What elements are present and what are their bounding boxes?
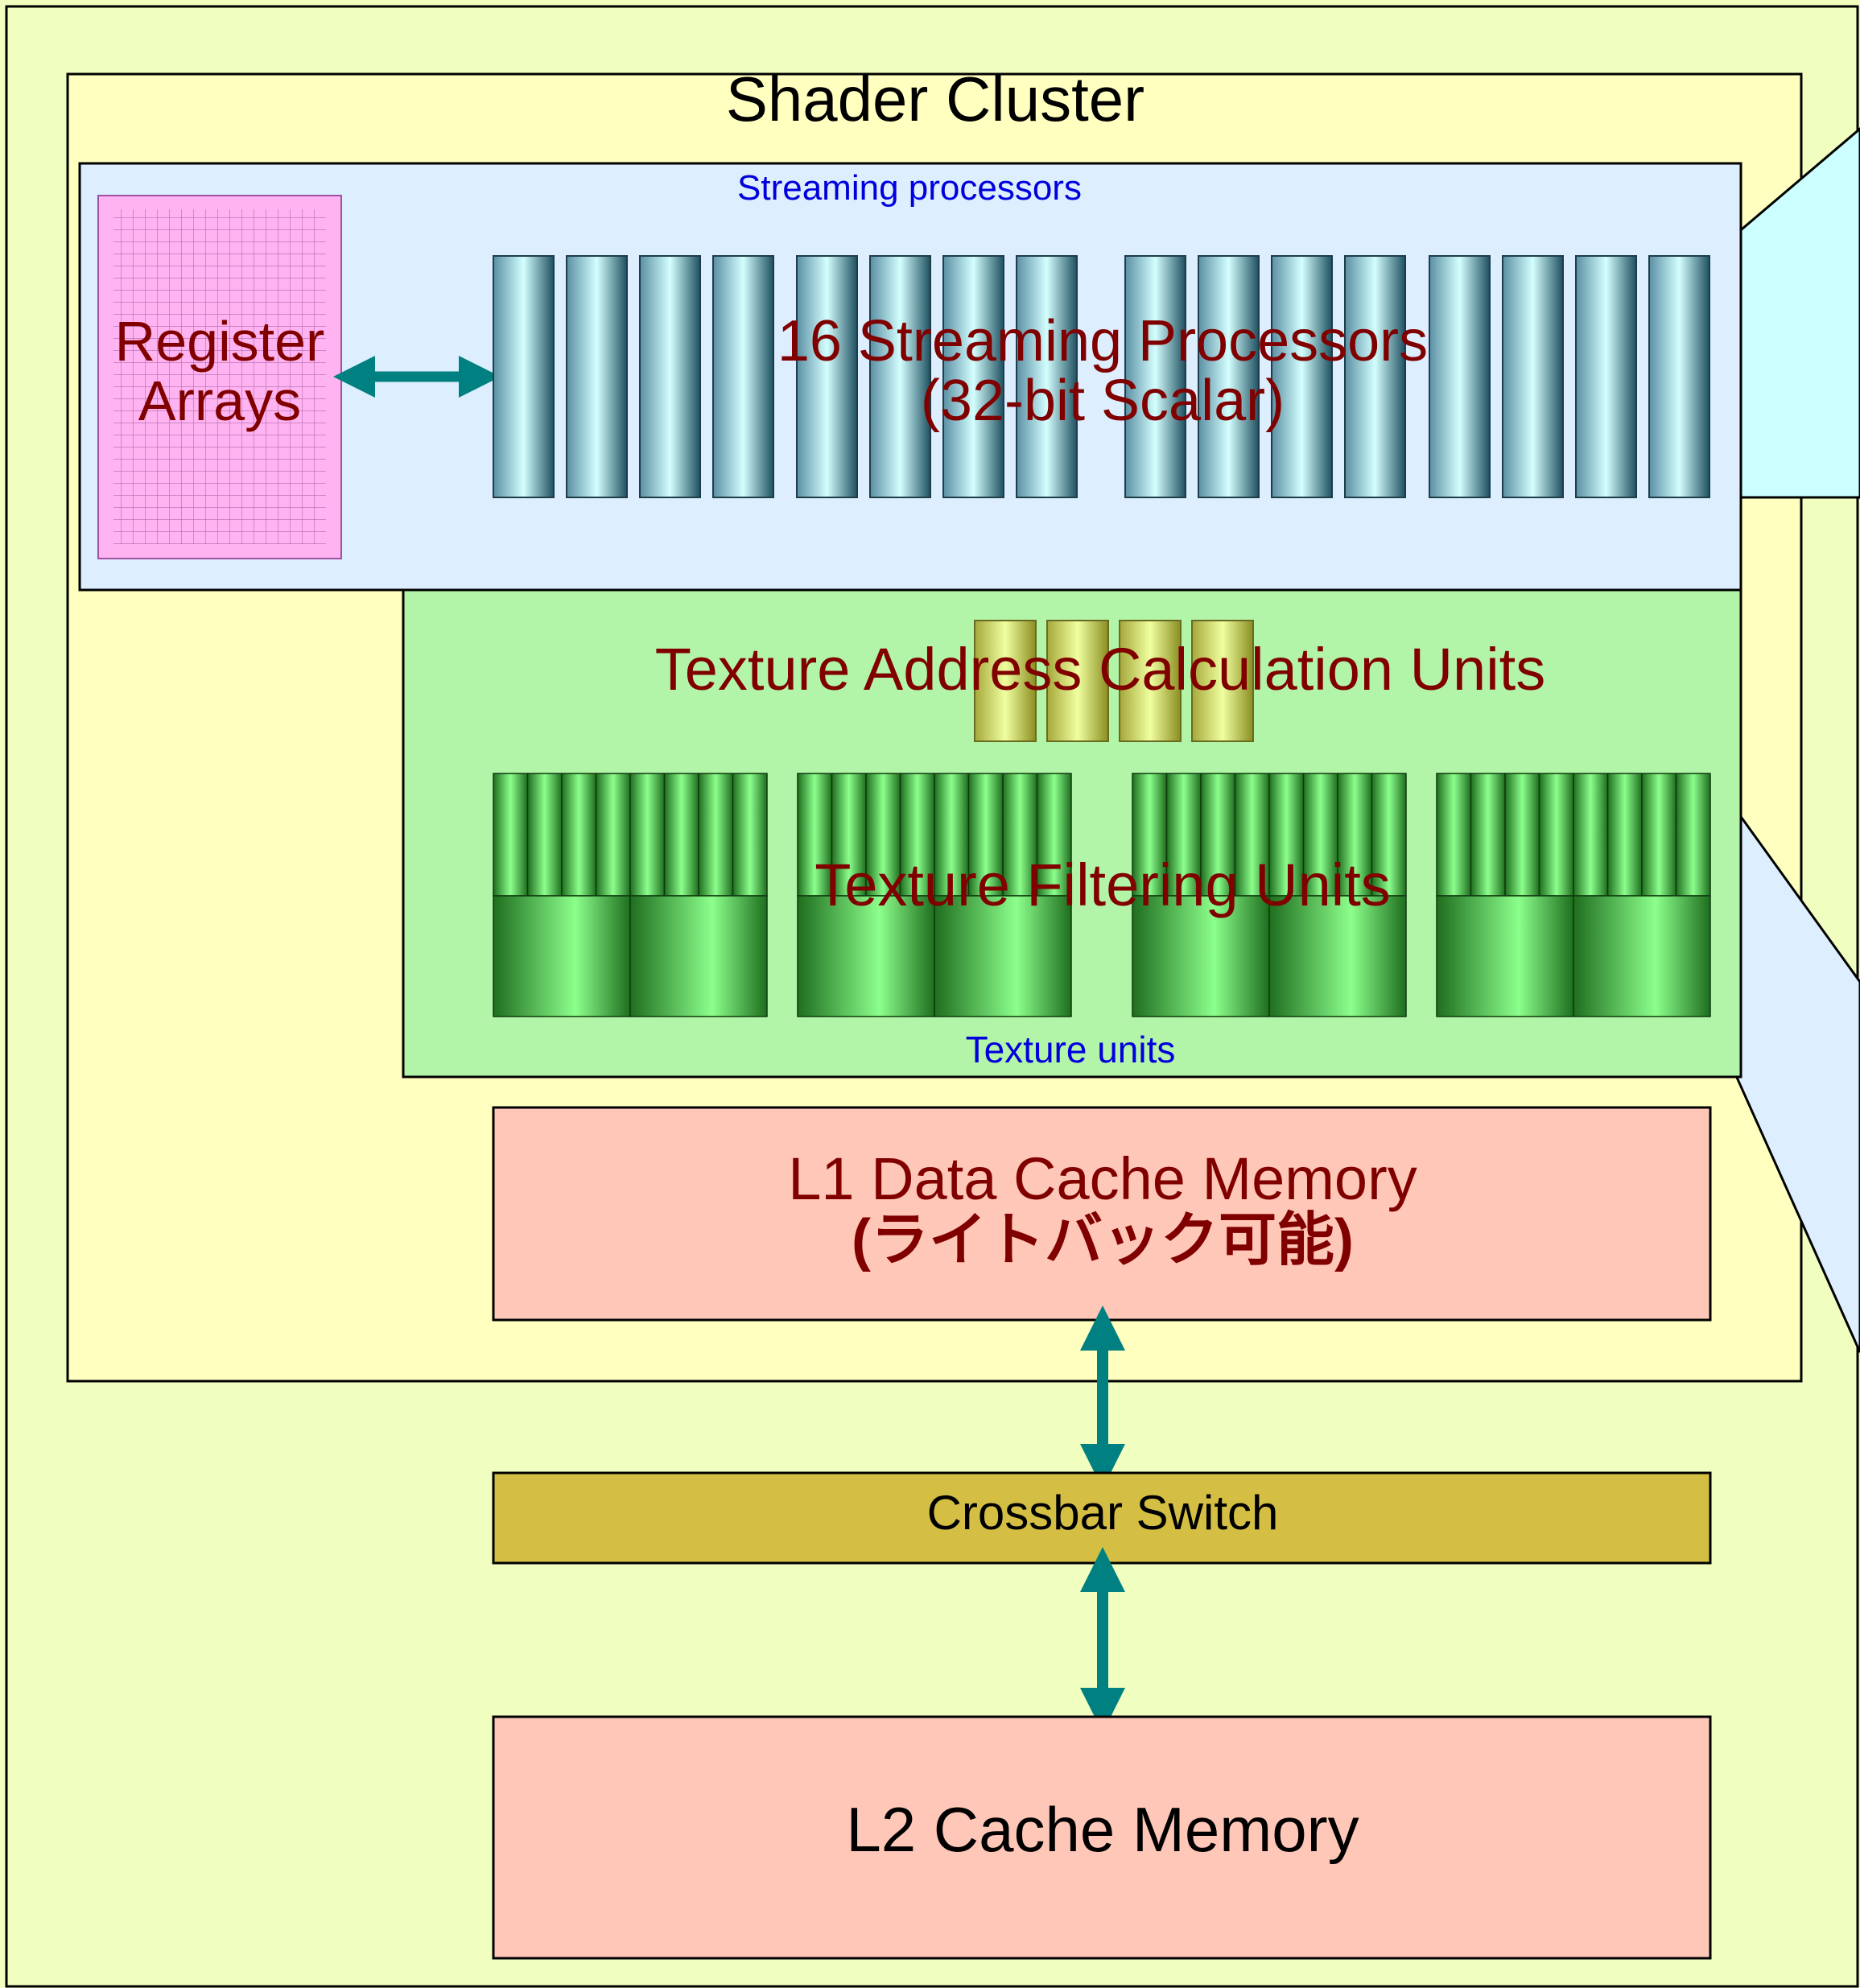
texture-filter-tube <box>1132 773 1168 897</box>
texture-filter-tube <box>1371 773 1407 897</box>
crossbar-switch-label: Crossbar Switch <box>927 1486 1279 1540</box>
texture-filter-tube <box>967 773 1004 897</box>
register-arrays-grid <box>113 209 326 544</box>
texture-address-bar <box>1191 620 1254 742</box>
texture-filter-tube <box>1538 773 1574 897</box>
texture-address-bar <box>1119 620 1182 742</box>
sp-label-line1: 16 Streaming Processors <box>777 309 1428 373</box>
streaming-processor-bar <box>1429 255 1491 498</box>
texture-filtering-units <box>493 773 1711 1017</box>
l2-cache-box <box>492 1715 1712 1960</box>
streaming-processor-bar <box>712 255 774 498</box>
streaming-processor-bar <box>1648 255 1710 498</box>
streaming-processor-bar <box>639 255 701 498</box>
streaming-processor-bar <box>869 255 931 498</box>
streaming-processors-panel-label: Streaming processors <box>737 168 1082 208</box>
texture-filter-body <box>934 895 1072 1017</box>
texture-filter-tube <box>1573 773 1609 897</box>
streaming-processor-bar <box>1124 255 1186 498</box>
streaming-processor-bar <box>796 255 858 498</box>
texture-filter-tube <box>934 773 970 897</box>
texture-address-label: Texture Address Calculation Units <box>655 636 1545 703</box>
texture-filter-body <box>1436 895 1574 1017</box>
texture-filter-tube <box>1036 773 1072 897</box>
l1-cache-label-line2: (ライトバック可能) <box>852 1208 1354 1272</box>
sp-label-line2: (32-bit Scalar) <box>921 369 1285 433</box>
texture-filter-tube <box>899 773 935 897</box>
l1-cache-label-line1: L1 Data Cache Memory <box>788 1145 1417 1212</box>
l2-cache-label: L2 Cache Memory <box>846 1794 1359 1865</box>
texture-filter-tube <box>493 773 529 897</box>
texture-filter-tube <box>1504 773 1540 897</box>
texture-filter-tube <box>1641 773 1677 897</box>
streaming-processor-bar <box>493 255 555 498</box>
texture-filter-tube <box>629 773 666 897</box>
texture-filter-tube <box>732 773 768 897</box>
texture-filter-tube <box>797 773 833 897</box>
texture-filter-tube <box>1337 773 1373 897</box>
texture-filter-tube <box>698 773 734 897</box>
texture-filtering-label: Texture Filtering Units <box>815 852 1391 918</box>
texture-address-bars <box>974 620 1254 742</box>
texture-filter-tube <box>561 773 597 897</box>
texture-filter-body <box>797 895 935 1017</box>
shader-cluster-title: Shader Cluster <box>726 64 1144 134</box>
texture-filter-tube <box>1002 773 1038 897</box>
texture-filter-tube <box>1470 773 1506 897</box>
texture-filter-tube <box>1165 773 1202 897</box>
register-arrays-label-line1: Register <box>115 310 325 373</box>
streaming-processor-bar <box>942 255 1004 498</box>
streaming-processor-bar <box>1344 255 1406 498</box>
streaming-processor-bar <box>566 255 628 498</box>
texture-filter-tube <box>663 773 699 897</box>
streaming-processor-bar <box>1198 255 1260 498</box>
texture-filter-tube <box>526 773 563 897</box>
texture-filter-tube <box>865 773 901 897</box>
l1-cache-box <box>492 1106 1712 1322</box>
texture-filter-tube <box>831 773 867 897</box>
texture-filter-tube <box>1436 773 1472 897</box>
texture-filter-tube <box>1675 773 1711 897</box>
texture-units-panel-label: Texture units <box>966 1029 1176 1070</box>
texture-address-bar <box>974 620 1037 742</box>
texture-filter-body <box>629 895 768 1017</box>
streaming-processor-bars <box>493 255 1710 498</box>
streaming-processor-bar <box>1271 255 1333 498</box>
texture-filter-tube <box>1234 773 1270 897</box>
streaming-processor-bar <box>1575 255 1637 498</box>
texture-filter-body <box>1268 895 1407 1017</box>
texture-filter-tube <box>1302 773 1338 897</box>
texture-filter-body <box>493 895 631 1017</box>
register-arrays-label-line2: Arrays <box>138 369 301 432</box>
texture-filter-tube <box>595 773 631 897</box>
streaming-processor-bar <box>1502 255 1564 498</box>
texture-filter-body <box>1573 895 1711 1017</box>
texture-address-bar <box>1046 620 1109 742</box>
texture-filter-tube <box>1606 773 1643 897</box>
streaming-processor-bar <box>1016 255 1078 498</box>
